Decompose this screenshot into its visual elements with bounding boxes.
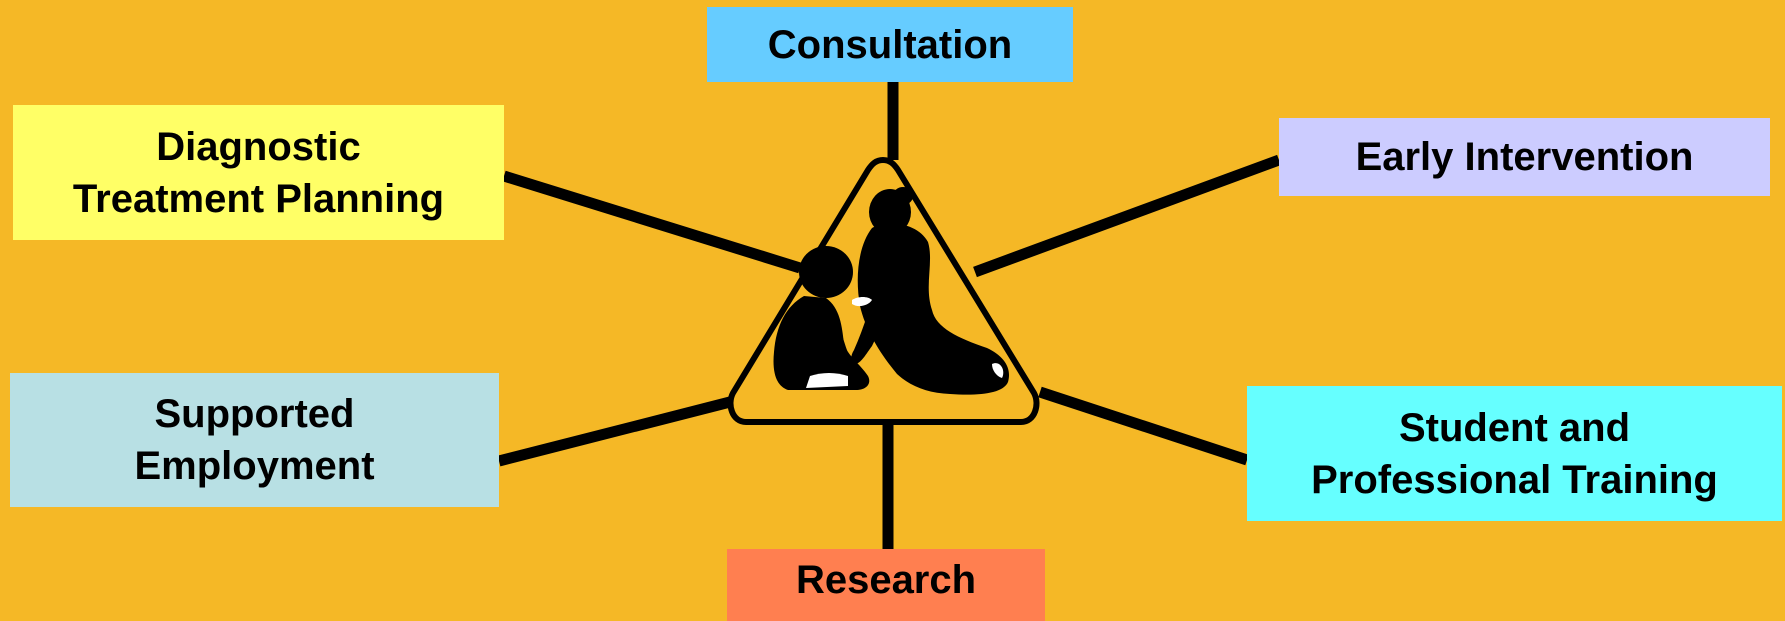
node-diagnostic-label-line1: Diagnostic (156, 124, 361, 169)
node-research-label: Research (795, 558, 977, 602)
node-early-intervention: Early Intervention (1279, 118, 1770, 196)
node-supported-employment: Supported Employment (10, 373, 499, 507)
connector-student-training (1038, 386, 1249, 466)
child-therapy-warning-sign-icon (727, 157, 1040, 425)
node-consultation-label: Consultation (767, 22, 1013, 67)
node-early-intervention-label: Early Intervention (1355, 135, 1694, 179)
node-supported-label-line2: Employment (134, 444, 375, 488)
node-diagnostic-treatment-planning: Diagnostic Treatment Planning (13, 105, 504, 240)
connector-early-intervention (973, 154, 1281, 278)
node-student-professional-training: Student and Professional Training (1247, 386, 1782, 521)
node-supported-label-line1: Supported (154, 392, 355, 436)
connector-supported-employment (497, 396, 732, 467)
node-diagnostic-label-line2: Treatment Planning (72, 176, 445, 221)
node-student-label-line1: Student and (1398, 405, 1631, 450)
connector-diagnostic (502, 170, 802, 274)
node-consultation: Consultation (707, 7, 1073, 82)
node-research: Research (727, 549, 1045, 621)
node-student-label-line2: Professional Training (1311, 457, 1718, 502)
